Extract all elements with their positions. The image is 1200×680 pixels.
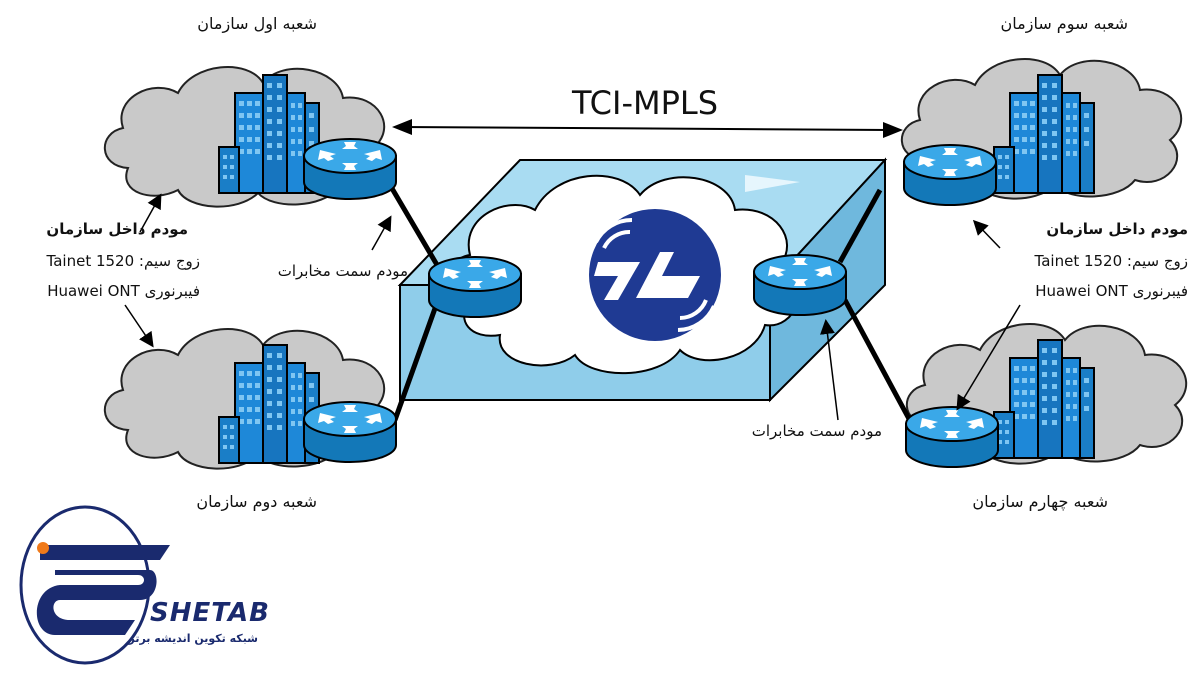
router-mpls-left <box>428 256 522 318</box>
building-branch-3 <box>993 74 1095 194</box>
label-branch-3: شعبه سوم سازمان <box>1000 14 1128 33</box>
logo-subtitle: شبکه تکوین اندیشه برتر <box>128 632 258 645</box>
label-branch-4: شعبه چهارم سازمان <box>972 492 1108 511</box>
shetab-logo <box>19 505 170 665</box>
router-branch-3 <box>903 144 997 206</box>
tci-logo-icon <box>589 209 721 341</box>
annotation-arrows <box>124 193 1021 421</box>
links <box>387 183 918 432</box>
router-mpls-right <box>753 254 847 316</box>
left-telecom-modem-label: مودم سمت مخابرات <box>277 262 408 280</box>
router-branch-4 <box>905 406 999 468</box>
left-fiber-label: فیبرنوری Huawei ONT <box>47 282 200 300</box>
right-pair-wire-label: زوج سیم: Tainet 1520 <box>1034 252 1188 270</box>
building-branch-4 <box>993 339 1095 459</box>
left-pair-wire-label: زوج سیم: Tainet 1520 <box>46 252 200 270</box>
right-fiber-label: فیبرنوری Huawei ONT <box>1035 282 1188 300</box>
diagram-title: TCI-MPLS <box>572 84 719 122</box>
tci-mpls-arrow <box>392 119 903 138</box>
left-inside-modem-label: مودم داخل سازمان <box>46 220 188 238</box>
logo-name: SHETAB <box>150 598 270 628</box>
router-branch-2 <box>303 401 397 463</box>
right-inside-modem-label: مودم داخل سازمان <box>1046 220 1188 238</box>
router-branch-1 <box>303 138 397 200</box>
label-branch-1: شعبه اول سازمان <box>197 14 317 33</box>
label-branch-2: شعبه دوم سازمان <box>196 492 317 511</box>
right-telecom-modem-label: مودم سمت مخابرات <box>751 422 882 440</box>
